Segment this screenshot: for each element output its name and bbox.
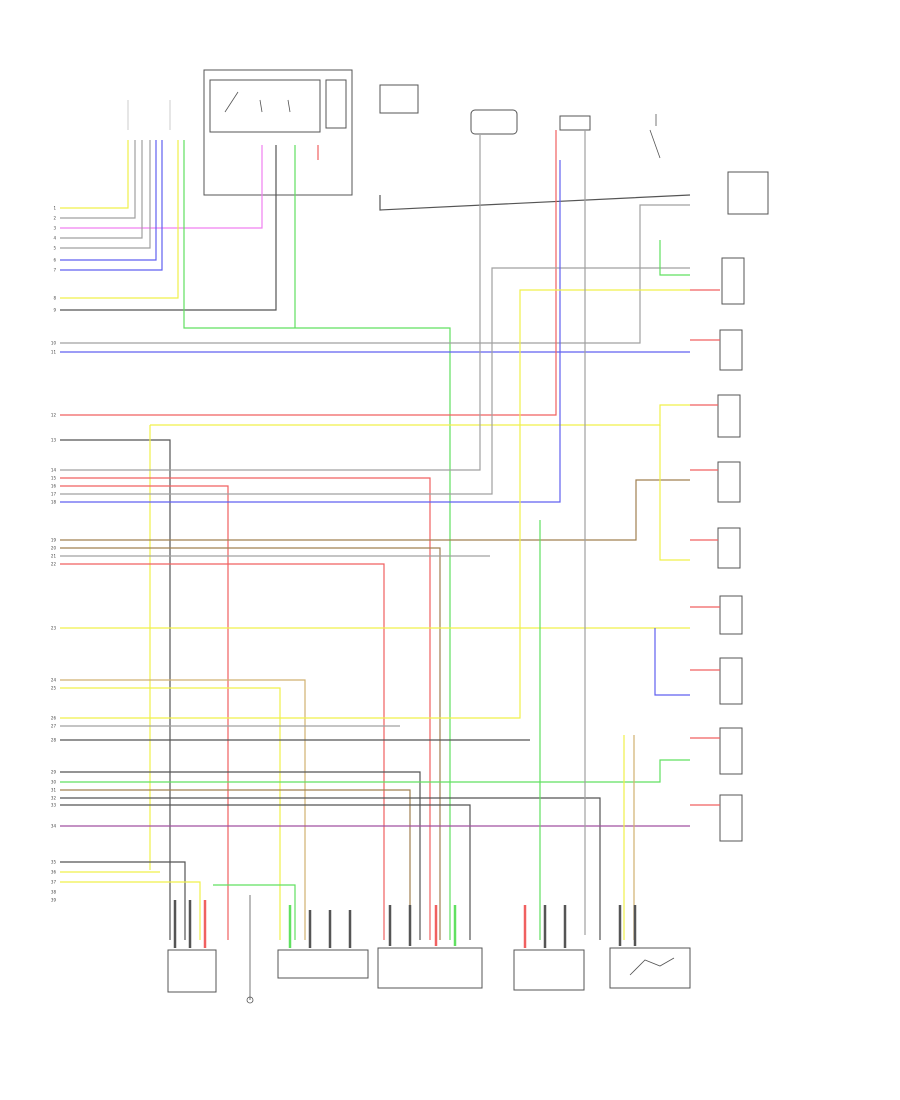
pin-number: 31: [51, 788, 57, 793]
right-component-8: [719, 657, 743, 705]
bottom-module-2: [513, 949, 585, 991]
bottom-module-1: [377, 947, 483, 989]
pin-number: 25: [51, 686, 57, 691]
right-component-5: [717, 461, 741, 503]
right-component-7: [719, 595, 743, 635]
relay-inner-box: [209, 79, 321, 133]
right-component-4: [717, 394, 741, 438]
right-component-6: [717, 527, 741, 569]
pin-number: 27: [51, 724, 57, 729]
pin-number: 11: [51, 350, 57, 355]
top-left-connector-label: [127, 100, 171, 130]
pin-number: 17: [51, 492, 57, 497]
pin-number: 23: [51, 626, 57, 631]
bottom-sensor-1: [167, 949, 217, 993]
pin-number: 7: [53, 268, 56, 273]
pin-number: 35: [51, 860, 57, 865]
pin-number: 14: [51, 468, 57, 473]
pin-number: 26: [51, 716, 57, 721]
pin-number: 39: [51, 898, 57, 903]
pin-number: 19: [51, 538, 57, 543]
pin-number: 9: [53, 308, 56, 313]
pin-number: 21: [51, 554, 57, 559]
pin-number: 16: [51, 484, 57, 489]
switch-top-right-icon: [649, 114, 661, 159]
wire-group-right: [213, 130, 720, 940]
pin-number: 18: [51, 500, 57, 505]
pin-number: 32: [51, 796, 57, 801]
bottom-pin-stubs: [173, 900, 637, 948]
pin-number: 24: [51, 678, 57, 683]
pin-number: 38: [51, 890, 57, 895]
pin-number: 6: [53, 258, 56, 263]
pin-number: 37: [51, 880, 57, 885]
relay-switch-icon: [224, 91, 291, 113]
fuse-box-top: [379, 84, 419, 114]
pin-number: 34: [51, 824, 57, 829]
pin-number: 8: [53, 296, 56, 301]
right-component-3: [719, 329, 743, 371]
pin-number: 12: [51, 413, 57, 418]
right-component-10: [719, 794, 743, 842]
pin-number: 30: [51, 780, 57, 785]
pin-number: 13: [51, 438, 57, 443]
bottom-connector-block: [277, 949, 369, 979]
pin-number: 10: [51, 341, 57, 346]
pin-number: 2: [53, 216, 56, 221]
wire-group-horizontal: [60, 130, 691, 940]
right-component-1: [727, 171, 769, 215]
sensor-box-top-2: [559, 115, 591, 131]
pin-number: 5: [53, 246, 56, 251]
right-component-9: [719, 727, 743, 775]
pin-number: 15: [51, 476, 57, 481]
pin-number: 1: [53, 206, 56, 211]
sensor-box-top-1: [470, 109, 518, 135]
pin-number: 20: [51, 546, 57, 551]
bottom-sensor-2-icon: [246, 895, 254, 1004]
pin-number: 22: [51, 562, 57, 567]
relay-module-box: [203, 69, 353, 196]
wire-group-top-left: [60, 140, 451, 940]
pin-number: 33: [51, 803, 57, 808]
left-pin-numbers: 1234567891011121314151617181920212223242…: [51, 206, 57, 903]
pin-number: 28: [51, 738, 57, 743]
bottom-switch-icon: [629, 957, 675, 976]
pin-number: 4: [53, 236, 56, 241]
relay-side-box: [325, 79, 347, 129]
right-component-2: [721, 257, 745, 305]
pin-number: 3: [53, 226, 56, 231]
pin-number: 36: [51, 870, 57, 875]
pin-number: 29: [51, 770, 57, 775]
bottom-switch-box: [609, 947, 691, 989]
